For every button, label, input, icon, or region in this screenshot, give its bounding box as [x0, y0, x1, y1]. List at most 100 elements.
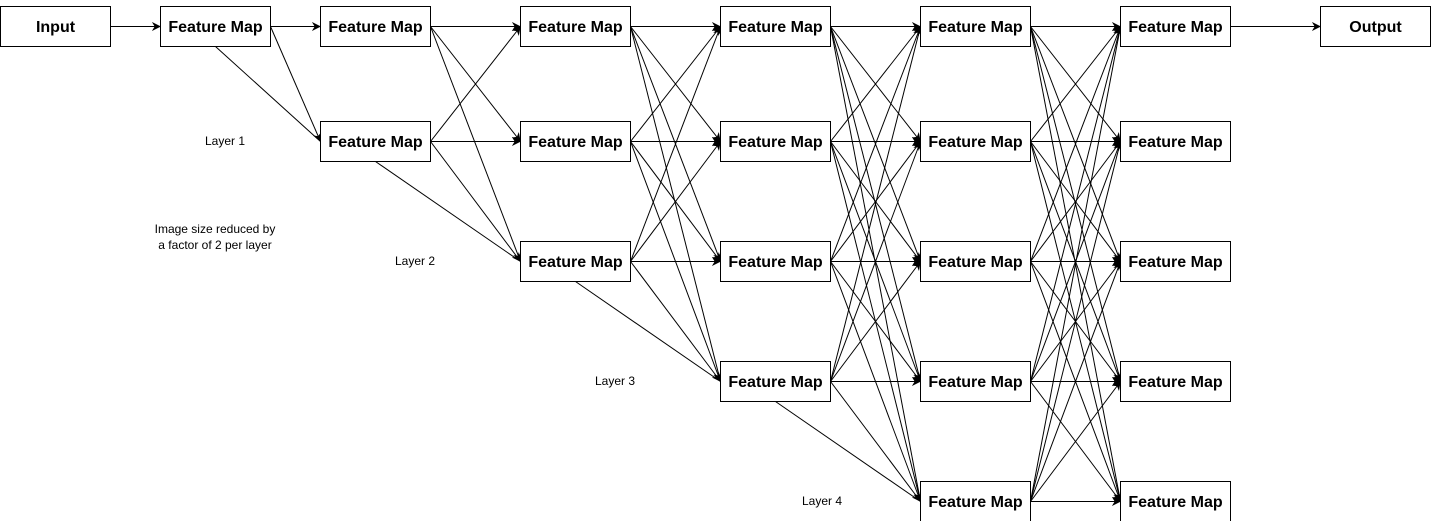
- feature-map-c6-r4-label: Feature Map: [1128, 374, 1222, 391]
- feature-map-c4-r3-box: [720, 241, 831, 282]
- feature-map-c4-r3: Feature Map: [720, 241, 831, 282]
- feature-map-c3-r3-box: [520, 241, 631, 282]
- edge-c4r4-to-c5r2: [830, 141, 922, 382]
- feature-map-c1-r1: Feature Map: [160, 6, 271, 47]
- layer-4-label: Layer 4: [802, 494, 842, 508]
- input-node-box: [0, 6, 111, 47]
- feature-map-c1-r1-box: [160, 6, 271, 47]
- feature-map-c4-r2: Feature Map: [720, 121, 831, 162]
- feature-map-c3-r3: Feature Map: [520, 241, 631, 282]
- feature-map-c5-r2-label: Feature Map: [928, 134, 1022, 151]
- edge-c4r4-to-c5r3: [830, 261, 921, 382]
- feature-map-c3-r1-label: Feature Map: [528, 19, 622, 36]
- edge-c5r4-to-c6r1: [1030, 26, 1123, 382]
- edge-c5r2-to-c6r1: [1030, 26, 1121, 142]
- feature-map-c2-r2: Feature Map: [320, 121, 431, 162]
- feature-map-c5-r4: Feature Map: [920, 361, 1031, 402]
- output-node-label: Output: [1349, 19, 1402, 36]
- layer-2-label: Layer 2: [395, 254, 435, 268]
- feature-map-c2-r2-box: [320, 121, 431, 162]
- edge-c2r1-to-c3r3: [430, 26, 522, 262]
- feature-map-c4-r4: Feature Map: [720, 361, 831, 402]
- layer-1-label: Layer 1: [205, 134, 245, 148]
- feature-map-c6-r1-box: [1120, 6, 1231, 47]
- edge-c5r5-to-c6r2: [1030, 141, 1123, 502]
- feature-map-c5-r4-box: [920, 361, 1031, 402]
- feature-map-c6-r2-label: Feature Map: [1128, 134, 1222, 151]
- edge-c3r3-to-c4r1: [630, 26, 722, 262]
- edge-c4r4-to-c5r5: [830, 381, 921, 502]
- edge-c3r1-to-c4r4: [630, 26, 723, 382]
- output-node-box: [1320, 6, 1431, 47]
- feature-map-c3-r2: Feature Map: [520, 121, 631, 162]
- downsample-line-2: [375, 161, 521, 262]
- feature-map-c2-r1: Feature Map: [320, 6, 431, 47]
- input-node: Input: [0, 6, 111, 47]
- feature-map-c4-r3-label: Feature Map: [728, 254, 822, 271]
- feature-map-c6-r2: Feature Map: [1120, 121, 1231, 162]
- downsample-line-4: [775, 401, 921, 502]
- feature-map-c2-r2-label: Feature Map: [328, 134, 422, 151]
- feature-map-c3-r2-box: [520, 121, 631, 162]
- input-node-label: Input: [36, 19, 76, 36]
- feature-map-c5-r5-label: Feature Map: [928, 494, 1022, 511]
- edge-c3r2-to-c4r1: [630, 26, 721, 142]
- edge-c5r5-to-c6r4: [1030, 381, 1121, 502]
- feature-map-c2-r1-box: [320, 6, 431, 47]
- feature-map-c6-r4-box: [1120, 361, 1231, 402]
- feature-map-c4-r4-label: Feature Map: [728, 374, 822, 391]
- edge-c5r5-to-c6r1: [1030, 26, 1124, 502]
- feature-map-c4-r4-box: [720, 361, 831, 402]
- annotations: Layer 1 Layer 2 Layer 3 Layer 4 Image si…: [155, 134, 843, 508]
- feature-map-c6-r1-label: Feature Map: [1128, 19, 1222, 36]
- feature-map-c5-r5: Feature Map: [920, 481, 1031, 521]
- layer-3-label: Layer 3: [595, 374, 635, 388]
- feature-map-c5-r1-label: Feature Map: [928, 19, 1022, 36]
- feature-map-c4-r1: Feature Map: [720, 6, 831, 47]
- feature-map-c6-r4: Feature Map: [1120, 361, 1231, 402]
- edge-c4r2-to-c5r1: [830, 26, 921, 142]
- feature-map-c5-r5-box: [920, 481, 1031, 521]
- feature-map-c5-r1: Feature Map: [920, 6, 1031, 47]
- edge-c2r2-to-c3r1: [430, 26, 521, 142]
- feature-map-c6-r3-label: Feature Map: [1128, 254, 1222, 271]
- edge-c1r1-to-c2r2: [270, 26, 322, 142]
- feature-map-c5-r2-box: [920, 121, 1031, 162]
- feature-map-c3-r2-label: Feature Map: [528, 134, 622, 151]
- feature-map-c4-r1-label: Feature Map: [728, 19, 822, 36]
- feature-map-c6-r2-box: [1120, 121, 1231, 162]
- output-node: Output: [1320, 6, 1431, 47]
- downsample-line-3: [575, 281, 721, 382]
- size-note-line-2: a factor of 2 per layer: [158, 238, 271, 252]
- feature-map-c6-r3-box: [1120, 241, 1231, 282]
- edge-c4r3-to-c5r1: [830, 26, 922, 262]
- feature-map-c5-r4-label: Feature Map: [928, 374, 1022, 391]
- edge-c5r3-to-c6r2: [1030, 141, 1121, 262]
- feature-map-c5-r3: Feature Map: [920, 241, 1031, 282]
- edge-c4r4-to-c5r1: [830, 26, 923, 382]
- connections: [110, 22, 1321, 506]
- edge-c5r3-to-c6r1: [1030, 26, 1122, 262]
- edge-c5r5-to-c6r3: [1030, 261, 1122, 502]
- feature-map-c2-r1-label: Feature Map: [328, 19, 422, 36]
- feature-map-c4-r2-box: [720, 121, 831, 162]
- downsample-line-1: [215, 46, 321, 142]
- feature-map-c6-r5: Feature Map: [1120, 481, 1231, 521]
- feature-map-c5-r2: Feature Map: [920, 121, 1031, 162]
- edge-c2r2-to-c3r3: [430, 141, 521, 262]
- feature-map-c5-r3-label: Feature Map: [928, 254, 1022, 271]
- feature-map-c5-r3-box: [920, 241, 1031, 282]
- skip-connections: [215, 46, 921, 502]
- feature-map-c4-r2-label: Feature Map: [728, 134, 822, 151]
- feature-map-c6-r5-box: [1120, 481, 1231, 521]
- feature-map-c1-r1-label: Feature Map: [168, 19, 262, 36]
- feature-map-c5-r1-box: [920, 6, 1031, 47]
- edge-c3r3-to-c4r2: [630, 141, 721, 262]
- edge-c4r1-to-c5r5: [830, 26, 924, 502]
- size-note-line-1: Image size reduced by: [155, 222, 276, 236]
- feature-map-c6-r1: Feature Map: [1120, 6, 1231, 47]
- feature-map-c6-r3: Feature Map: [1120, 241, 1231, 282]
- feature-map-c6-r5-label: Feature Map: [1128, 494, 1222, 511]
